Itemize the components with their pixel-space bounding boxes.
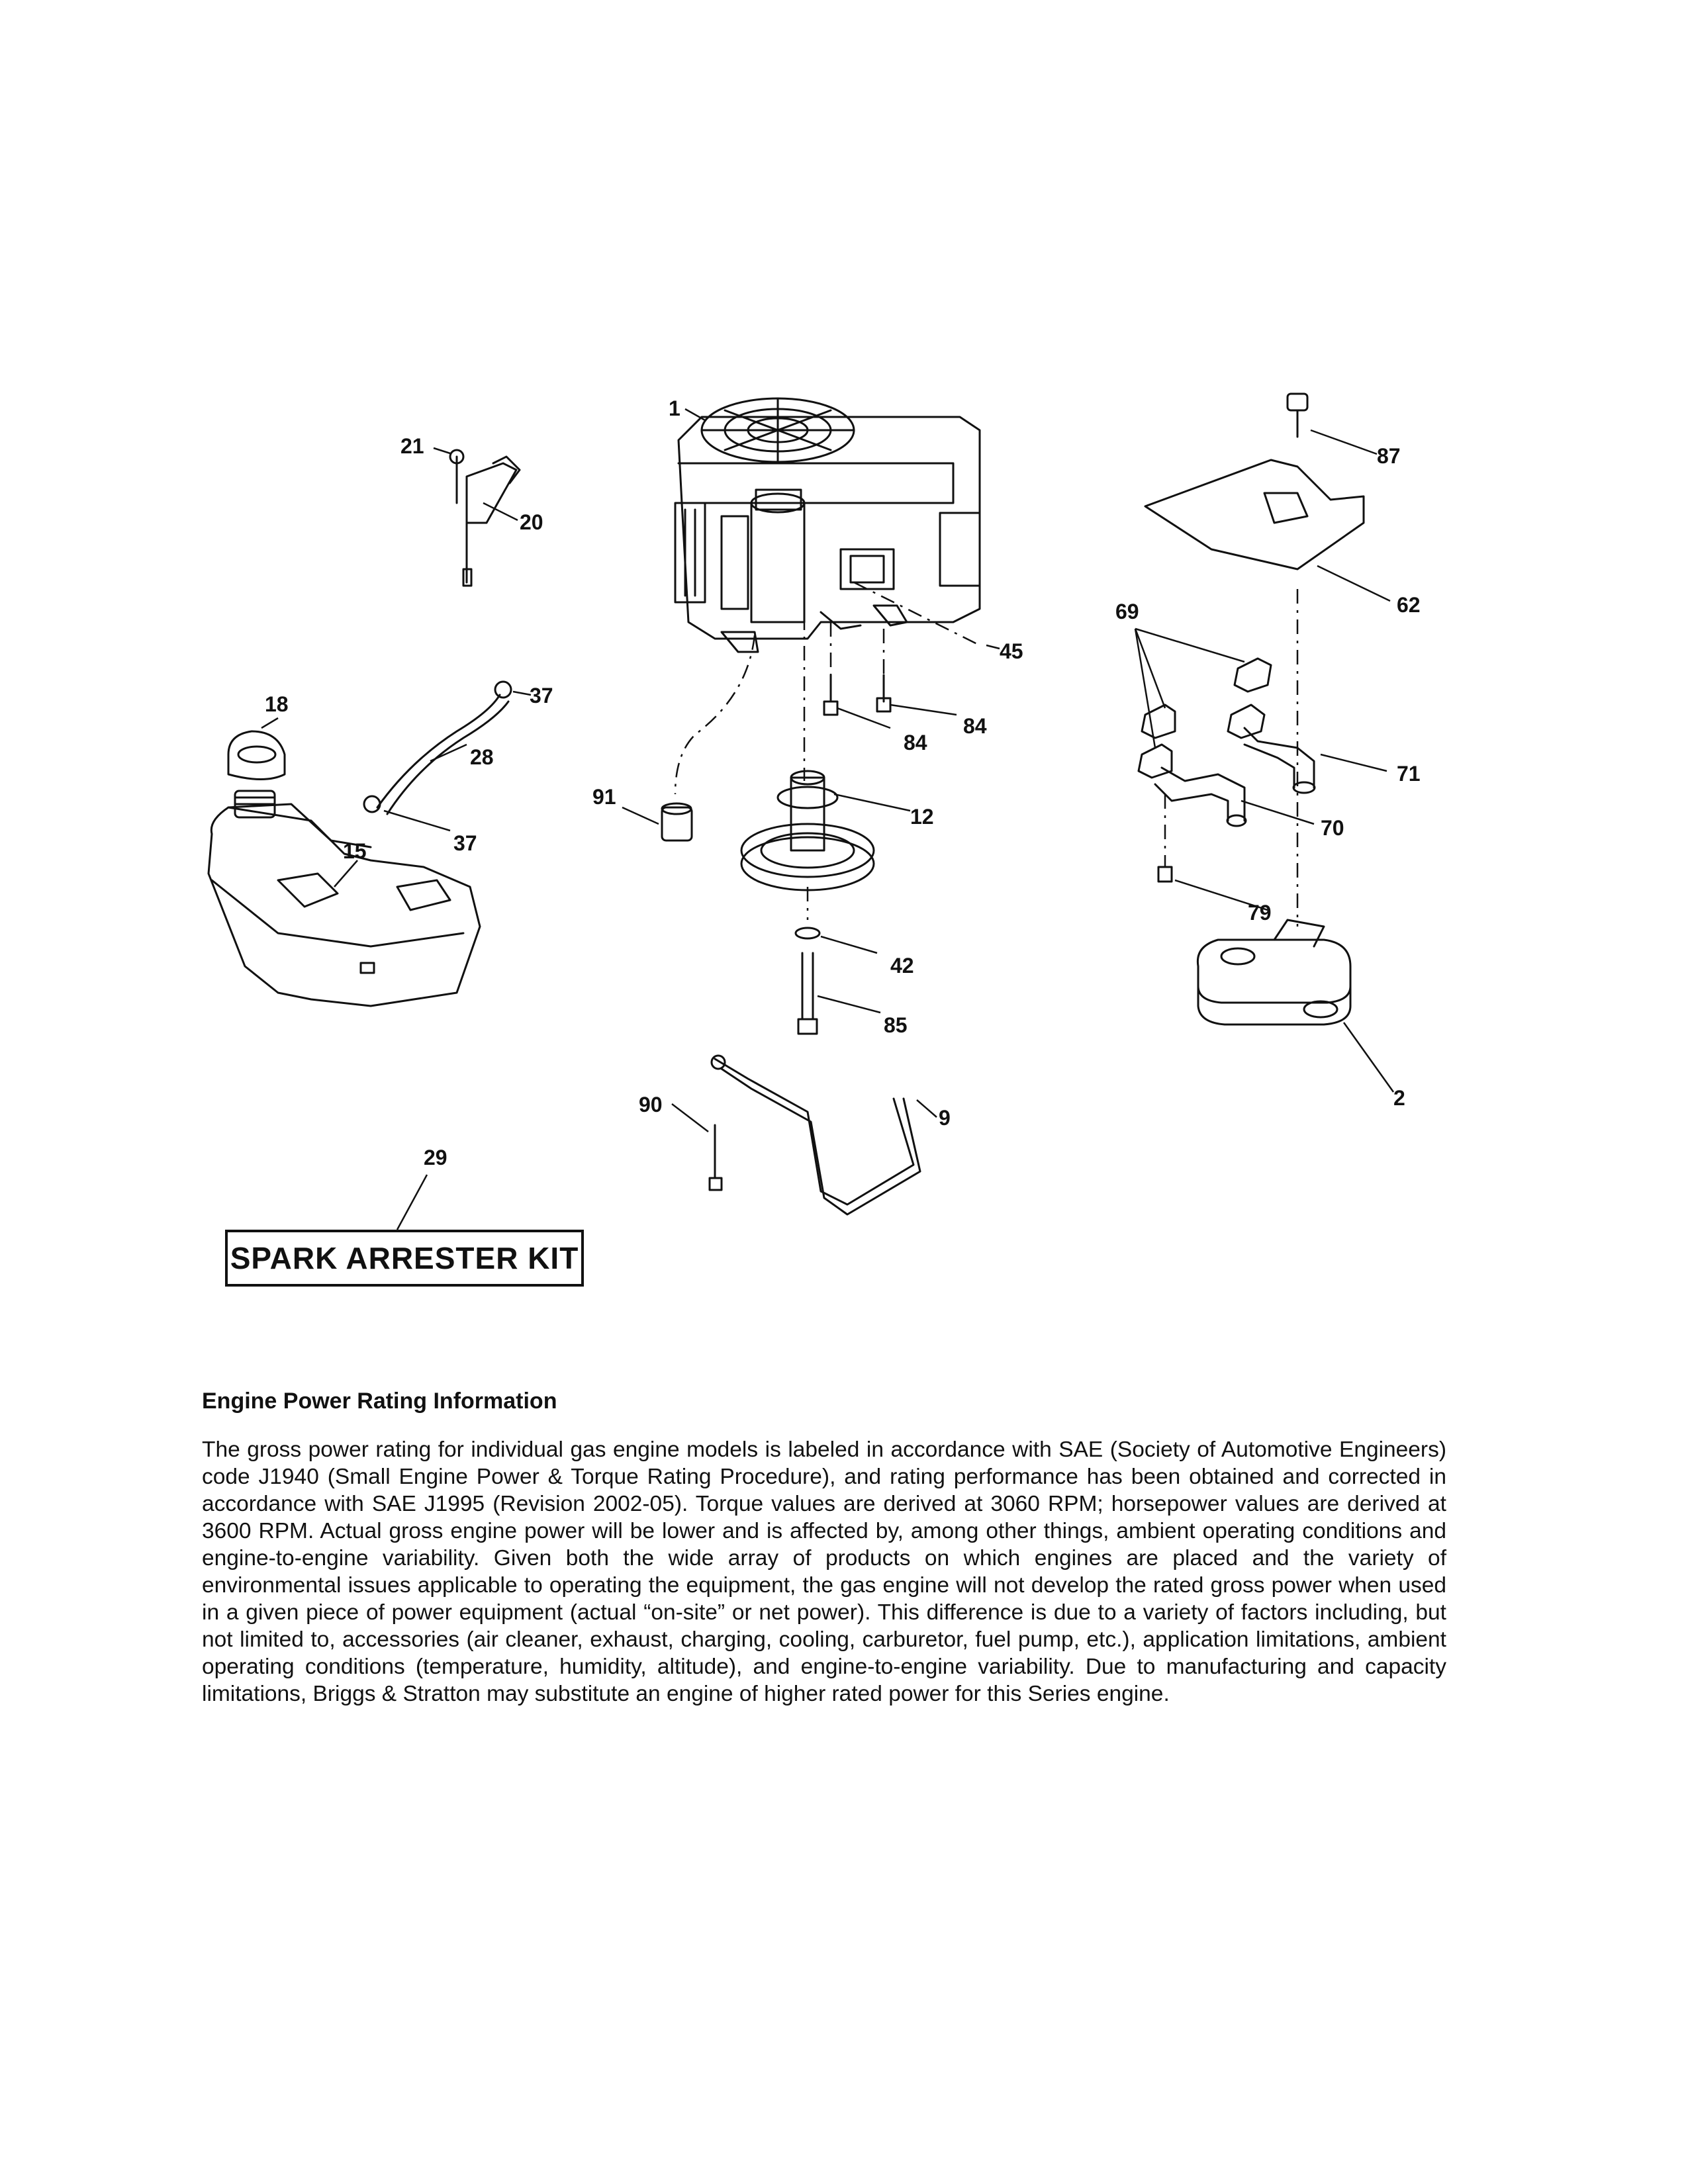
pulley-part [740, 770, 875, 891]
callout-37-bottom: 37 [453, 831, 477, 855]
engine-power-info-title: Engine Power Rating Information [202, 1388, 557, 1414]
heat-shield-part [1144, 392, 1365, 570]
bushing-part [661, 802, 693, 842]
leader-lines [261, 408, 1395, 1230]
callout-28: 28 [470, 745, 494, 769]
callout-9: 9 [939, 1106, 951, 1130]
callout-70: 70 [1321, 816, 1344, 840]
washer-bolt-parts [794, 927, 821, 1035]
callout-62: 62 [1397, 593, 1421, 617]
support-bracket-part [708, 1054, 921, 1216]
engine-part [674, 397, 981, 653]
callout-71: 71 [1397, 762, 1421, 786]
callout-18: 18 [265, 692, 289, 716]
control-bracket-part [449, 449, 521, 587]
callout-42: 42 [890, 954, 914, 978]
fuel-tank-part [207, 730, 481, 1007]
exhaust-pipes-part [1137, 657, 1316, 883]
callout-85: 85 [884, 1013, 908, 1037]
callout-numbers: 1 2 9 12 15 18 20 21 28 29 37 37 42 45 6… [265, 396, 1421, 1169]
callout-15: 15 [343, 839, 367, 863]
spark-arrester-kit-label: SPARK ARRESTER KIT [230, 1241, 579, 1275]
fuel-line-part [363, 680, 512, 815]
callout-84-right: 84 [963, 714, 987, 738]
callout-87: 87 [1377, 444, 1401, 468]
callout-12: 12 [910, 805, 934, 829]
callout-29: 29 [424, 1146, 447, 1169]
callout-84-left: 84 [904, 731, 927, 754]
bolt-84-parts [823, 674, 892, 716]
callout-20: 20 [520, 510, 543, 534]
muffler-part [1196, 919, 1352, 1026]
engine-power-info-body: The gross power rating for individual ga… [202, 1437, 1446, 1706]
callout-2: 2 [1393, 1086, 1405, 1110]
callout-21: 21 [400, 434, 424, 458]
assembly-lines [674, 581, 1299, 927]
callout-45: 45 [1000, 639, 1023, 663]
callout-1: 1 [669, 396, 680, 420]
callout-69: 69 [1115, 600, 1139, 623]
callout-91: 91 [592, 785, 616, 809]
callout-90: 90 [639, 1093, 663, 1116]
callout-37-top: 37 [530, 684, 553, 707]
callout-79: 79 [1248, 901, 1272, 925]
spark-arrester-kit-box: SPARK ARRESTER KIT [225, 1230, 584, 1287]
